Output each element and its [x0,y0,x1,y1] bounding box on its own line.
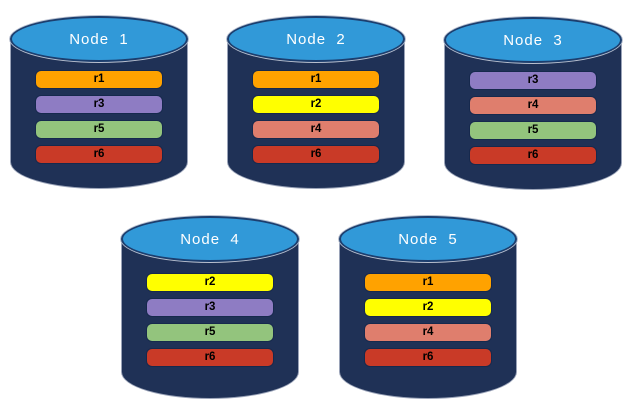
node-title: Node 3 [503,31,563,49]
replica-bar: r4 [364,323,492,342]
replica-bar: r2 [146,273,274,292]
database-cylinder-body [444,40,622,190]
node-title: Node 1 [69,30,129,48]
replica-bar: r4 [252,120,380,139]
replica-bar: r1 [364,273,492,292]
replica-list: r2 r3 r5 r6 [146,273,274,373]
replica-bar: r2 [252,95,380,114]
database-cylinder-top [10,16,188,62]
node-title: Node 4 [180,230,240,248]
replica-bar: r1 [252,70,380,89]
database-cylinder-body [339,239,517,399]
replica-list: r1 r2 r4 r6 [364,273,492,373]
replica-bar: r6 [469,146,597,165]
replica-list: r1 r2 r4 r6 [252,70,380,170]
replica-list: r3 r4 r5 r6 [469,71,597,171]
replica-bar: r5 [146,323,274,342]
replica-bar: r4 [469,96,597,115]
database-cylinder-top [121,216,299,262]
database-cylinder-body [10,39,188,189]
replica-bar: r3 [146,298,274,317]
node-5: Node 5 r1 r2 r4 r6 [339,216,517,399]
replica-list: r1 r3 r5 r6 [35,70,163,170]
node-4: Node 4 r2 r3 r5 r6 [121,216,299,399]
database-cylinder-top [227,16,405,62]
replica-bar: r6 [364,348,492,367]
database-cylinder-top [339,216,517,262]
replica-bar: r5 [469,121,597,140]
replica-bar: r2 [364,298,492,317]
database-cylinder-top [444,17,622,63]
node-title: Node 2 [286,30,346,48]
replica-bar: r3 [469,71,597,90]
database-cylinder-body [121,239,299,399]
replica-bar: r1 [35,70,163,89]
replica-bar: r3 [35,95,163,114]
node-1: Node 1 r1 r3 r5 r6 [10,16,188,189]
node-3: Node 3 r3 r4 r5 r6 [444,17,622,190]
replica-bar: r6 [252,145,380,164]
node-2: Node 2 r1 r2 r4 r6 [227,16,405,189]
node-title: Node 5 [398,230,458,248]
replica-bar: r5 [35,120,163,139]
replica-bar: r6 [35,145,163,164]
database-cylinder-body [227,39,405,189]
replica-bar: r6 [146,348,274,367]
